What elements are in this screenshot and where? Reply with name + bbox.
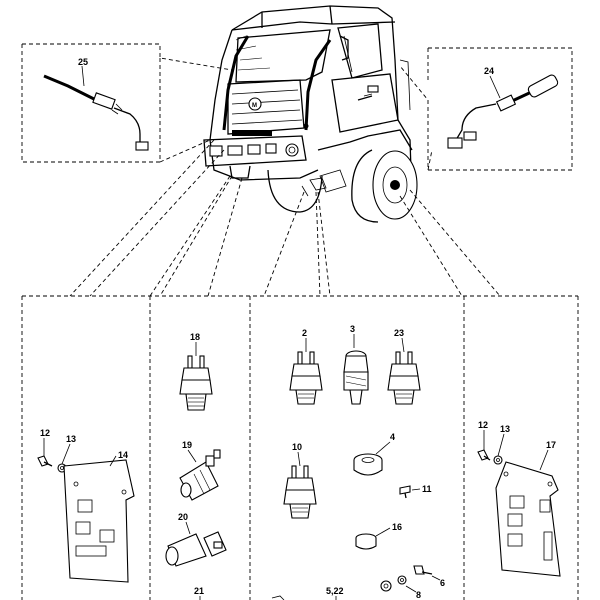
bracket-14	[63, 455, 135, 583]
callout-17: 17	[546, 440, 556, 450]
sensor-20	[165, 521, 227, 567]
switch-2	[289, 338, 323, 405]
leader-lines	[69, 139, 501, 297]
callout-labels: 25 24 18 2 3 23 12 13 14 19 10 4 11 12 1…	[40, 57, 556, 600]
bracket-17	[495, 449, 561, 577]
detail-box-25	[21, 43, 233, 163]
callout-19: 19	[182, 440, 192, 450]
switch-23	[387, 337, 421, 405]
detail-box-24	[399, 47, 573, 171]
callout-8: 8	[416, 590, 421, 600]
callout-25: 25	[78, 57, 88, 67]
callout-12-left: 12	[40, 428, 50, 438]
callout-16: 16	[392, 522, 402, 532]
callout-13-left: 13	[66, 434, 76, 444]
callout-11: 11	[422, 484, 432, 494]
panel-bracket-left	[37, 438, 135, 583]
callout-6: 6	[440, 578, 445, 588]
svg-text:M: M	[252, 103, 257, 109]
bottom-panels	[21, 295, 579, 600]
bolt-6	[413, 565, 441, 581]
bolt-12	[37, 438, 53, 467]
sensor-19	[179, 449, 221, 501]
switch-10	[283, 451, 317, 519]
washer-13-right	[493, 433, 505, 465]
callout-14: 14	[118, 450, 128, 460]
bolt-12-right	[477, 430, 491, 461]
plug-16	[355, 527, 391, 550]
callout-2: 2	[302, 328, 307, 338]
callout-18: 18	[190, 332, 200, 342]
callout-21: 21	[194, 586, 204, 596]
screw-11	[399, 485, 421, 499]
callout-24: 24	[484, 66, 494, 76]
callout-10: 10	[292, 442, 302, 452]
part-5-22	[271, 595, 337, 600]
callout-23: 23	[394, 328, 404, 338]
panel-switches	[165, 342, 227, 600]
truck-illustration: M	[203, 5, 418, 223]
panel-senders	[271, 334, 441, 600]
grommet-4	[353, 441, 391, 476]
callout-3: 3	[350, 324, 355, 334]
callout-4: 4	[390, 432, 395, 442]
callout-12-right: 12	[478, 420, 488, 430]
callout-5-22: 5,22	[326, 586, 344, 596]
callout-20: 20	[178, 512, 188, 522]
callout-13-right: 13	[500, 424, 510, 434]
panel-bracket-right	[477, 430, 561, 577]
switch-18	[179, 342, 213, 411]
nut-8	[380, 575, 417, 593]
sender-3	[343, 334, 369, 405]
